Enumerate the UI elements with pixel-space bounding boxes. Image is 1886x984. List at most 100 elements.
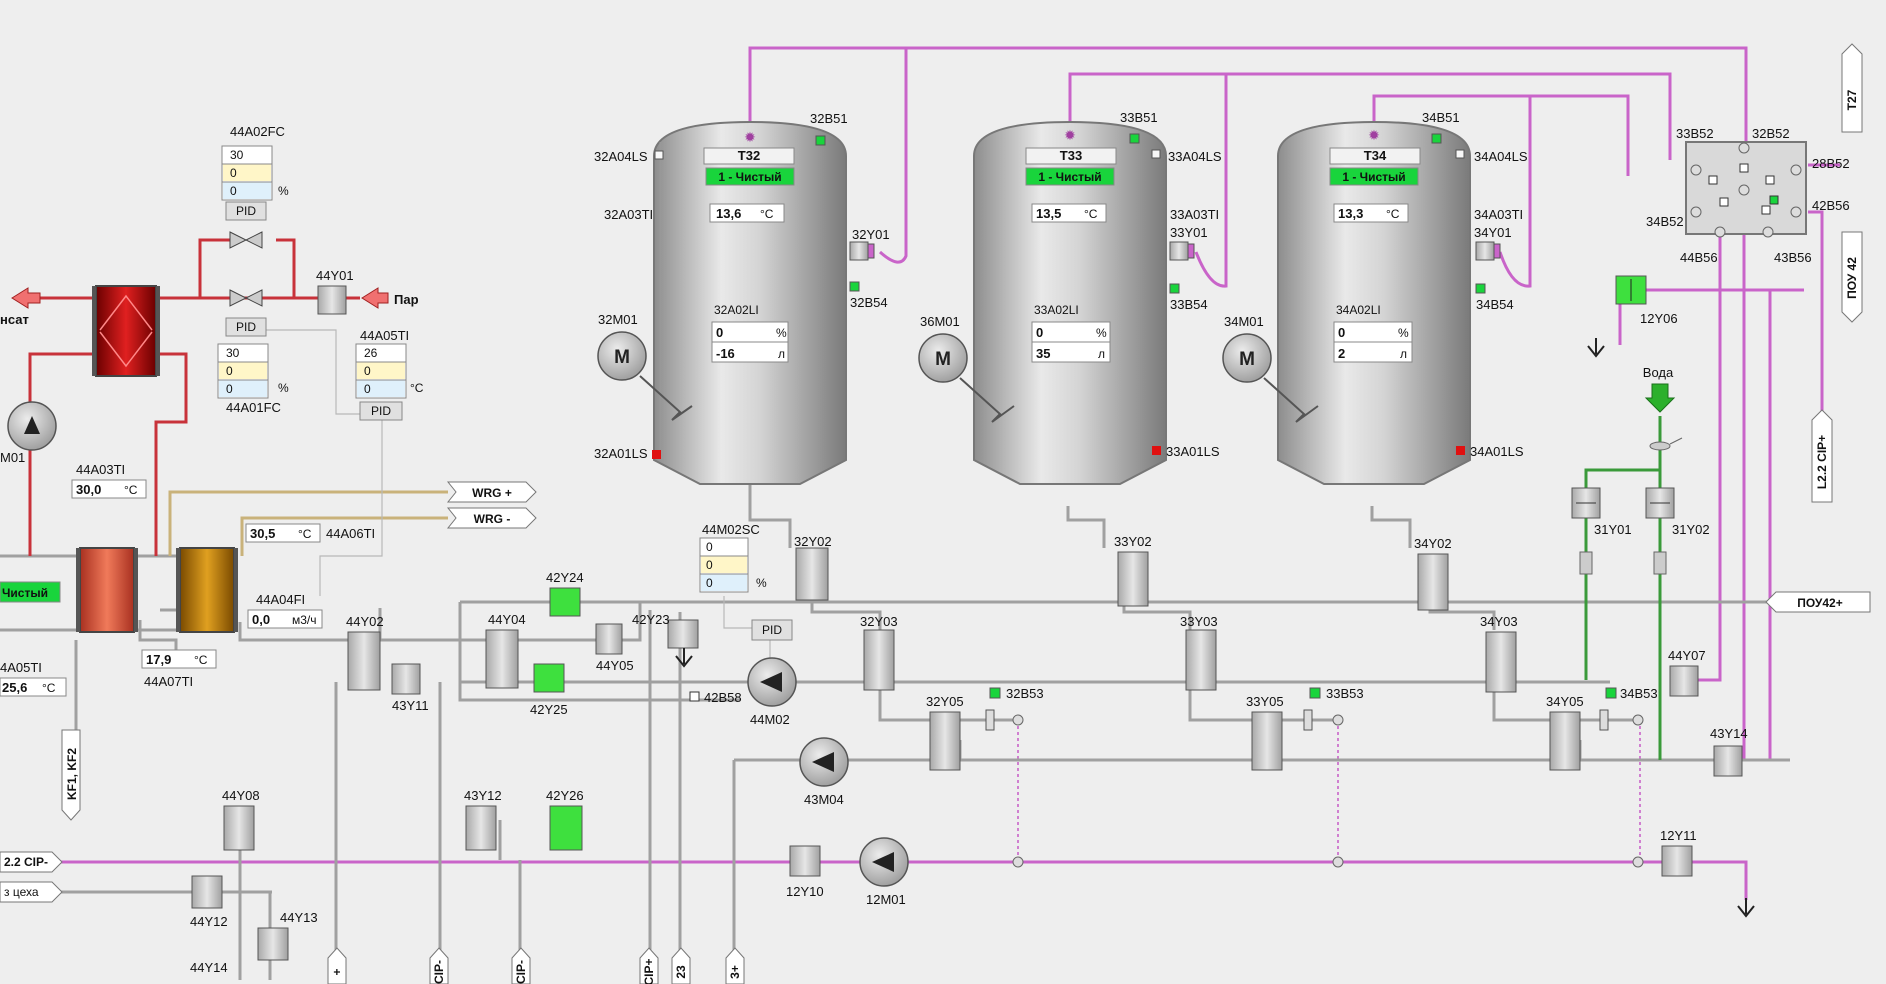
flag-bottom-5[interactable]: 23 — [671, 947, 691, 984]
pump-12m01[interactable] — [859, 837, 909, 887]
valve-43y12[interactable] — [465, 805, 497, 851]
flag-l22-cip-plus[interactable]: L2.2 CIP+ — [1811, 409, 1833, 503]
valve-44y13[interactable] — [257, 927, 289, 961]
flag-wrg-plus-label: WRG + — [472, 486, 512, 500]
tag-44b56: 44B56 — [1680, 250, 1718, 265]
valve-44y07-tag: 44Y07 — [1668, 648, 1706, 663]
flag-bottom-6[interactable]: 3+ — [725, 947, 745, 984]
pid-44a02fc-button[interactable] — [225, 201, 267, 221]
pump-arrow-icon — [872, 852, 894, 872]
pump-heat[interactable] — [7, 401, 57, 451]
pid-44m02sc-unit: % — [756, 576, 767, 590]
flag-pou42-plus[interactable]: ПОУ42+ — [1765, 591, 1871, 613]
tank-t32[interactable]: T32 1 - Чистый 13,6 °C 32A02LI 0 % -16 л… — [652, 120, 847, 485]
flag-pou42[interactable]: ПОУ 42 — [1841, 231, 1863, 323]
tank-t34-level-l: 2 — [1338, 346, 1345, 361]
flag-wrg-plus[interactable]: WRG + — [446, 481, 537, 503]
ti07-box — [141, 649, 217, 669]
flag-bottom-3[interactable]: CIP- — [511, 947, 531, 984]
tank-t32-motor-tag: 32M01 — [598, 312, 638, 327]
sensor-34b53-tag: 34B53 — [1620, 686, 1658, 701]
cip-manifold[interactable] — [1685, 141, 1807, 238]
tank-t34-valve[interactable] — [1475, 241, 1495, 261]
valve-43y14[interactable] — [1713, 745, 1743, 777]
tag-32b52: 32B52 — [1752, 126, 1790, 141]
valve-32y02-tag: 32Y02 — [794, 534, 832, 549]
pid-44a05ti-button[interactable] — [359, 401, 403, 421]
control-valve-icon[interactable] — [229, 231, 263, 249]
tank-t32-valve-sensor — [849, 281, 860, 292]
flag-condensate[interactable] — [11, 287, 41, 309]
flag-t27[interactable]: T27 — [1841, 43, 1863, 133]
valve-34y02[interactable] — [1417, 553, 1449, 611]
valve-43y12-tag: 43Y12 — [464, 788, 502, 803]
tank-t34-valve-tag: 34Y01 — [1474, 225, 1512, 240]
valve-44y01[interactable] — [317, 285, 347, 315]
valve-43y11[interactable] — [391, 663, 421, 695]
pid-44m02sc-button[interactable] — [751, 619, 793, 641]
pid-44a01fc-button[interactable] — [225, 317, 267, 337]
flag-from-shop[interactable]: з цеха — [0, 881, 63, 903]
tank-t34-sensor-valve-tag: 34B54 — [1476, 297, 1514, 312]
flag-kf[interactable]: KF1, KF2 — [61, 729, 81, 821]
valve-34y03[interactable] — [1485, 631, 1517, 693]
valve-32y03[interactable] — [863, 629, 895, 691]
valve-44y14-tag: 44Y14 — [190, 960, 228, 975]
tank-t33-valve-sensor — [1169, 283, 1180, 294]
valve-42y25[interactable] — [533, 663, 565, 693]
heat-exchanger-steam[interactable] — [92, 285, 160, 377]
control-valve-icon[interactable] — [229, 289, 263, 307]
valve-42y24[interactable] — [549, 587, 581, 617]
cip-pipes — [58, 46, 1840, 900]
pid-44a05ti[interactable]: 26 0 0 — [355, 343, 407, 399]
valve-42y23[interactable] — [667, 619, 699, 649]
valve-44y05[interactable] — [595, 623, 623, 655]
flag-wrg-minus[interactable]: WRG - — [446, 507, 537, 529]
valve-44y02[interactable] — [347, 631, 381, 691]
valve-42y26[interactable] — [549, 805, 583, 851]
pid-44m02sc-v2: 0 — [706, 558, 713, 572]
valve-44y12[interactable] — [191, 875, 223, 909]
pump-43m04[interactable] — [799, 737, 849, 787]
steam-label: Пар — [394, 292, 419, 307]
flag-bottom-4[interactable]: CIP+ — [639, 947, 659, 984]
valve-44y08[interactable] — [223, 805, 255, 851]
valve-33y02[interactable] — [1117, 551, 1149, 607]
valve-44y04[interactable] — [485, 629, 519, 689]
ti06-box — [245, 523, 321, 543]
flag-l22-cip-minus-label: 2.2 CIP- — [4, 855, 48, 869]
flag-pou42-plus-label: ПОУ42+ — [1797, 596, 1842, 610]
tank-t33-valve[interactable] — [1169, 241, 1189, 261]
heat-exchanger-wrg[interactable] — [176, 547, 238, 633]
valve-actuator-icon — [1187, 243, 1195, 259]
valve-44y07[interactable] — [1669, 665, 1699, 697]
valve-12y10[interactable] — [789, 845, 821, 877]
pid-44m02sc[interactable]: 0 0 0 — [699, 537, 749, 593]
pid-44a05ti-v1: 26 — [364, 346, 378, 360]
flag-l22-cip-minus[interactable]: 2.2 CIP- — [0, 851, 63, 873]
flag-bottom-2[interactable]: CIP- — [429, 947, 449, 984]
tank-t34[interactable]: T34 1 - Чистый 13,3 °C 34A02LI 0 % 2 л ✹ — [1277, 120, 1471, 485]
pid-44a01fc[interactable]: 30 0 0 — [217, 343, 269, 399]
valve-33y05[interactable] — [1251, 711, 1283, 771]
valve-12y11[interactable] — [1661, 845, 1693, 877]
tank-t32-agitator[interactable]: M — [597, 331, 693, 421]
tank-t33[interactable]: T33 1 - Чистый 13,5 °C 33A02LI 0 % 35 л … — [973, 120, 1167, 485]
heat-exchanger-main[interactable] — [76, 547, 138, 633]
valve-33y03[interactable] — [1185, 629, 1217, 691]
flag-bottom-1[interactable]: + — [327, 947, 347, 984]
tank-t33-agitator[interactable]: M — [918, 333, 1015, 423]
steam-inlet[interactable] — [361, 287, 389, 309]
valve-32y02[interactable] — [795, 547, 829, 601]
tank-t34-level-pct: 0 — [1338, 325, 1345, 340]
pump-44m02[interactable] — [747, 657, 797, 707]
tank-t34-agitator[interactable]: M — [1222, 333, 1319, 423]
pid-44m02sc-tag: 44M02SC — [702, 522, 760, 537]
sensor-32b53 — [989, 687, 1001, 699]
valve-32y05[interactable] — [929, 711, 961, 771]
pid-44a02fc[interactable]: 30 0 0 — [221, 145, 273, 201]
tank-t32-valve[interactable] — [849, 241, 869, 261]
valve-34y05[interactable] — [1549, 711, 1581, 771]
tank-t32-temp-unit: °C — [760, 207, 774, 221]
